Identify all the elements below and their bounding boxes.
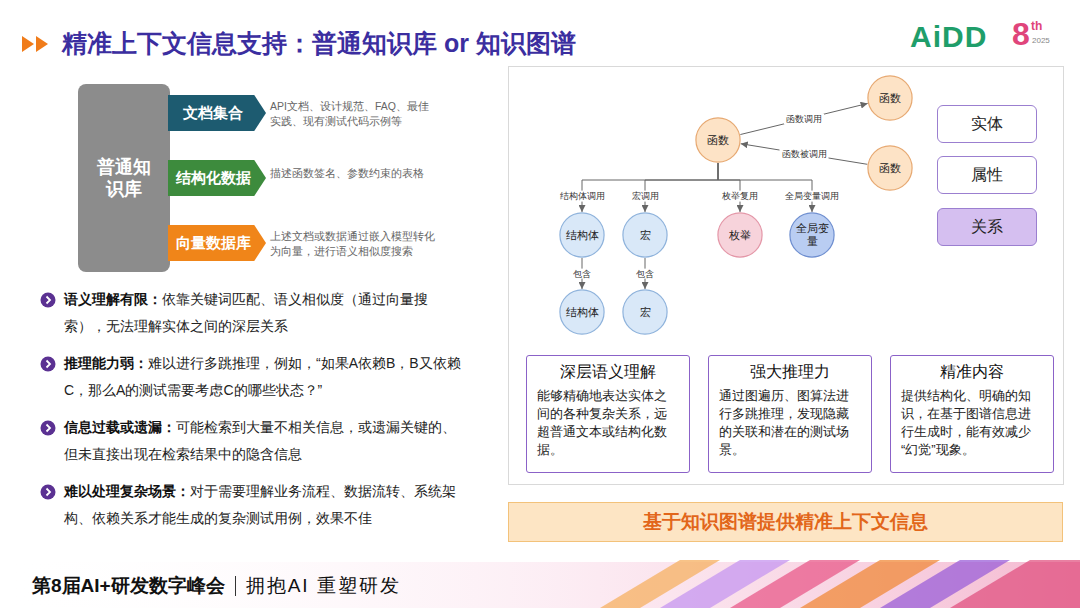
relation-label: 包含 (571, 268, 593, 279)
bullet-item: 推理能力弱：难以进行多跳推理，例如，“如果A依赖B，B又依赖C，那么A的测试需要… (40, 350, 472, 404)
footer-text: 第8届AI+研发数字峰会 (32, 573, 225, 599)
bullet-icon (40, 356, 56, 372)
entity-circle: 枚举 (717, 212, 763, 258)
arrow-box: 文档集合 (168, 95, 266, 131)
logo-number: 8 (1012, 16, 1030, 53)
relation-connector (718, 163, 812, 212)
bullet-text: 推理能力弱：难以进行多跳推理，例如，“如果A依赖B，B又依赖C，那么A的测试需要… (64, 350, 469, 404)
footer: 第8届AI+研发数字峰会拥抱AI 重塑研发 (32, 573, 401, 599)
entity-circle: 全局变量 (789, 212, 835, 258)
node-title: 关系 (971, 217, 1003, 238)
bullet-icon (40, 292, 56, 308)
node-title: 精准内容 (940, 362, 1004, 383)
entity-circle: 函数 (695, 117, 741, 163)
bullet-heading: 语义理解有限： (64, 291, 162, 307)
node-title: 宏 (627, 306, 663, 319)
relation-label: 包含 (634, 268, 656, 279)
logo-text: AiDD (910, 20, 987, 54)
entity-circle: 宏 (622, 212, 668, 258)
node-body: 能够精确地表达实体之间的各种复杂关系，远超普通文本或结构化数据。 (537, 387, 679, 459)
description-text: 上述文档或数据通过嵌入模型转化为向量，进行语义相似度搜索 (270, 229, 435, 259)
relation-connector (741, 144, 868, 165)
knowledge-base-box: 普通知识库 (78, 84, 170, 272)
node-title: 函数 (700, 134, 736, 147)
bullet-heading: 信息过载或遗漏： (64, 419, 176, 435)
node-title: 强大推理力 (750, 362, 830, 383)
node-title: 函数 (872, 92, 908, 105)
node-title: 结构体 (564, 306, 600, 319)
bullet-heading: 推理能力弱： (64, 355, 148, 371)
bullet-list: 语义理解有限：依靠关键词匹配、语义相似度（通过向量搜索），无法理解实体之间的深层… (40, 286, 472, 532)
bullet-icon (40, 420, 56, 436)
node-title: 向量数据库 (176, 234, 251, 253)
arrow-box: 向量数据库 (168, 225, 266, 261)
bullet-heading: 难以处理复杂场景： (64, 483, 190, 499)
relation-connector (718, 163, 740, 212)
relation-label: 全局变量调用 (783, 191, 841, 202)
description-text: 描述函数签名、参数约束的表格 (270, 166, 435, 181)
bullet-item: 语义理解有限：依靠关键词匹配、语义相似度（通过向量搜索），无法理解实体之间的深层… (40, 286, 472, 340)
relation-connector (740, 103, 867, 134)
node-title: 普通知识库 (90, 156, 158, 201)
node-title: 枚举 (722, 229, 758, 242)
relation-label: 函数被调用 (780, 149, 829, 160)
bullet-text: 信息过载或遗漏：可能检索到大量不相关信息，或遗漏关键的、但未直接出现在检索结果中… (64, 414, 469, 468)
title-arrow-icon (36, 36, 48, 52)
node-body: 通过图遍历、图算法进行多跳推理，发现隐藏的关联和潜在的测试场景。 (719, 387, 861, 459)
footer-slogan: 拥抱AI 重塑研发 (246, 573, 401, 599)
entity-circle: 函数 (867, 145, 913, 191)
bullet-text: 难以处理复杂场景：对于需要理解业务流程、数据流转、系统架构、依赖关系才能生成的复… (64, 478, 469, 532)
graph-panel (509, 67, 1064, 485)
node-title: 函数 (872, 162, 908, 175)
legend-box: 实体 (937, 105, 1037, 143)
bullet-item: 信息过载或遗漏：可能检索到大量不相关信息，或遗漏关键的、但未直接出现在检索结果中… (40, 414, 472, 468)
arrow-box: 结构化数据 (168, 160, 266, 196)
node-title: 结构化数据 (176, 169, 251, 188)
entity-circle: 宏 (622, 289, 668, 335)
entity-circle: 结构体 (559, 289, 605, 335)
legend-box: 关系 (937, 208, 1037, 246)
node-body: 提供结构化、明确的知识，在基于图谱信息进行生成时，能有效减少“幻觉”现象。 (901, 387, 1043, 459)
relation-connector (582, 163, 718, 212)
relation-label: 宏调用 (630, 191, 661, 202)
relation-label: 函数调用 (784, 114, 824, 125)
footer-decor (950, 560, 1080, 608)
legend-box: 属性 (937, 156, 1037, 194)
feature-box: 强大推理力通过图遍历、图算法进行多跳推理，发现隐藏的关联和潜在的测试场景。 (708, 355, 872, 473)
relation-connector (645, 163, 718, 212)
node-title: 基于知识图谱提供精准上下文信息 (643, 509, 928, 535)
node-title: 深层语义理解 (560, 362, 656, 383)
entity-circle: 结构体 (559, 212, 605, 258)
node-title: 文档集合 (183, 104, 243, 123)
logo-year: 2025 (1032, 36, 1050, 45)
description-text: API文档、设计规范、FAQ、最佳实践、现有测试代码示例等 (270, 99, 435, 129)
node-title: 宏 (627, 229, 663, 242)
node-title: 结构体 (564, 229, 600, 242)
feature-box: 深层语义理解能够精确地表达实体之间的各种复杂关系，远超普通文本或结构化数据。 (526, 355, 690, 473)
summary-band: 基于知识图谱提供精准上下文信息 (508, 502, 1063, 542)
bullet-text: 语义理解有限：依靠关键词匹配、语义相似度（通过向量搜索），无法理解实体之间的深层… (64, 286, 469, 340)
entity-circle: 函数 (867, 75, 913, 121)
bullet-icon (40, 484, 56, 500)
node-title: 全局变量 (794, 222, 830, 247)
relation-label: 枚举复用 (720, 191, 760, 202)
footer-divider (235, 576, 236, 596)
feature-box: 精准内容提供结构化、明确的知识，在基于图谱信息进行生成时，能有效减少“幻觉”现象… (890, 355, 1054, 473)
node-title: 实体 (971, 114, 1003, 135)
logo-suffix: th (1031, 19, 1042, 33)
bullet-item: 难以处理复杂场景：对于需要理解业务流程、数据流转、系统架构、依赖关系才能生成的复… (40, 478, 472, 532)
title-arrow-icon (22, 36, 34, 52)
relation-label: 结构体调用 (558, 191, 607, 202)
slide-title: 精准上下文信息支持：普通知识库 or 知识图谱 (62, 27, 576, 60)
node-title: 属性 (971, 165, 1003, 186)
